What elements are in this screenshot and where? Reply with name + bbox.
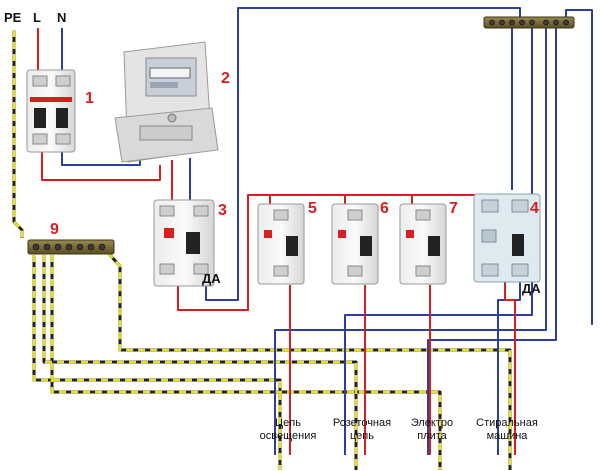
component-number-5: 5	[308, 200, 317, 217]
caption-line-2: цепь	[350, 430, 374, 442]
component-number-6: 6	[380, 200, 389, 217]
n-label: N	[57, 10, 67, 25]
pe-label: PE	[4, 10, 22, 25]
circuit-caption-sockets: Розеточная цепь	[322, 417, 402, 443]
caption-line-2: машина	[486, 430, 528, 442]
breaker-5	[257, 203, 305, 285]
ground-bus-bar	[27, 239, 115, 255]
component-number-4: 4	[530, 200, 539, 217]
l-label: L	[33, 10, 41, 25]
rcbo-4	[473, 193, 541, 283]
electricity-meter	[114, 41, 219, 163]
caption-line-1: Розеточная	[332, 417, 392, 429]
circuit-caption-lighting: Цепь освещения	[246, 417, 330, 443]
component-number-1: 1	[85, 90, 94, 107]
caption-line-1: Стиральная	[476, 417, 538, 429]
component-number-2: 2	[221, 70, 230, 87]
caption-line-1: Электро	[410, 417, 454, 429]
rcd-marker-3: ДА	[202, 271, 221, 286]
circuit-caption-washer: Стиральная машина	[462, 417, 552, 443]
neutral-bus-bar	[483, 16, 575, 29]
caption-line-2: плита	[417, 430, 447, 442]
main-breaker	[26, 69, 76, 153]
component-number-3: 3	[218, 202, 227, 219]
component-number-9: 9	[50, 221, 59, 238]
component-number-7: 7	[449, 200, 458, 217]
breaker-6	[331, 203, 379, 285]
caption-line-2: освещения	[259, 430, 317, 442]
caption-line-1: Цепь	[275, 417, 301, 429]
circuit-caption-stove: Электро плита	[400, 417, 464, 443]
breaker-7	[399, 203, 447, 285]
rcd-3	[153, 199, 215, 287]
rcd-marker-4: ДА	[522, 281, 541, 296]
